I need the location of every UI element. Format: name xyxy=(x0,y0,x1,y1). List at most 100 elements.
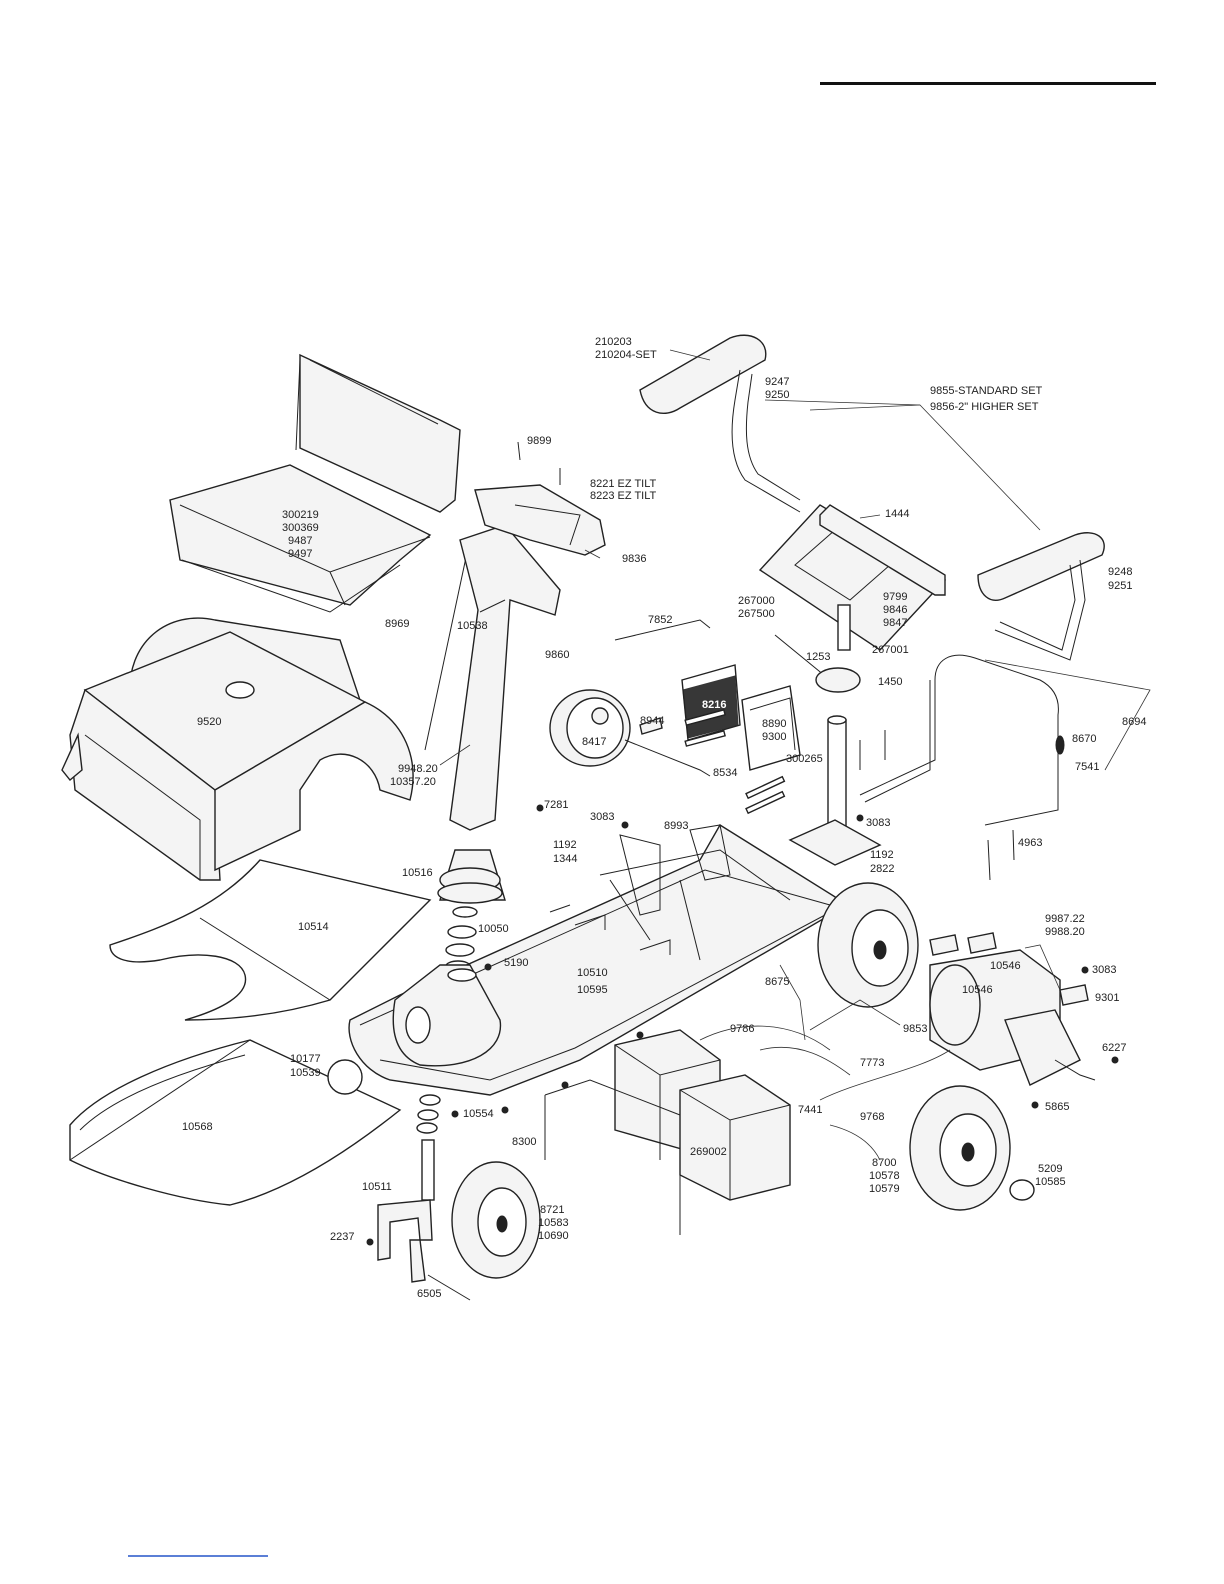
label-9248: 9248 xyxy=(1108,566,1132,578)
label-8216: 8216 xyxy=(702,699,726,711)
seat-post-parts xyxy=(424,441,606,831)
label-1192a: 1192 xyxy=(553,839,577,851)
label-267000: 267000 xyxy=(738,595,775,607)
label-6227: 6227 xyxy=(1102,1042,1126,1054)
hub-cap xyxy=(1009,1179,1035,1201)
seat xyxy=(169,353,461,613)
label-8223: 8223 EZ TILT xyxy=(590,490,657,502)
label-10546a: 10546 xyxy=(990,960,1021,972)
tiller-frame xyxy=(859,654,1065,881)
label-8675: 8675 xyxy=(765,976,789,988)
label-210203: 210203 xyxy=(595,336,632,348)
label-6505: 6505 xyxy=(417,1288,441,1300)
rear-transaxle xyxy=(929,932,1096,1086)
front-floor-mat xyxy=(69,1039,402,1206)
label-1253: 1253 xyxy=(806,651,830,663)
label-9853: 9853 xyxy=(903,1023,927,1035)
label-9520: 9520 xyxy=(197,716,221,728)
label-9856: 9856-2" HIGHER SET xyxy=(930,401,1039,413)
label-8694: 8694 xyxy=(1122,716,1146,728)
steering-bellows xyxy=(437,849,506,972)
leader-lines xyxy=(439,349,1151,1031)
label-10510: 10510 xyxy=(577,967,608,979)
label-1444: 1444 xyxy=(885,508,909,520)
hardware-dots xyxy=(366,804,1119,1246)
front-fork xyxy=(377,1094,471,1301)
hub-cap-front xyxy=(327,1059,363,1095)
label-10568: 10568 xyxy=(182,1121,213,1133)
label-9855: 9855-STANDARD SET xyxy=(930,385,1043,397)
label-3083a: 3083 xyxy=(590,811,614,823)
label-10583: 10583 xyxy=(538,1217,569,1229)
rear-wheel-left xyxy=(817,882,919,1008)
rear-wheel-right xyxy=(909,1085,1011,1211)
main-frame xyxy=(348,824,841,1096)
label-269002: 269002 xyxy=(690,1146,727,1158)
electronics xyxy=(549,619,801,815)
label-3083b: 3083 xyxy=(866,817,890,829)
label-10357: 10357.20 xyxy=(390,776,436,788)
label-8534: 8534 xyxy=(713,767,737,779)
label-8300: 8300 xyxy=(512,1136,536,1148)
label-300219: 300219 xyxy=(282,509,319,521)
label-5209: 5209 xyxy=(1038,1163,1062,1175)
armrest-right xyxy=(977,532,1105,661)
label-9497: 9497 xyxy=(288,548,312,560)
label-10554: 10554 xyxy=(463,1108,494,1120)
label-5865: 5865 xyxy=(1045,1101,1069,1113)
label-10690: 10690 xyxy=(538,1230,569,1242)
label-1344: 1344 xyxy=(553,853,577,865)
label-7441: 7441 xyxy=(798,1104,822,1116)
label-8721: 8721 xyxy=(540,1204,564,1216)
label-9250: 9250 xyxy=(765,389,789,401)
label-7541: 7541 xyxy=(1075,761,1099,773)
label-9768: 9768 xyxy=(860,1111,884,1123)
label-7281: 7281 xyxy=(544,799,568,811)
part-labels: 210203 210204-SET 9247 9250 9855-STANDAR… xyxy=(182,336,1146,1300)
label-9247: 9247 xyxy=(765,376,789,388)
label-300265: 300265 xyxy=(786,753,823,765)
label-9988: 9988.20 xyxy=(1045,926,1085,938)
label-9847: 9847 xyxy=(883,617,907,629)
label-1450: 1450 xyxy=(878,676,902,688)
label-9251: 9251 xyxy=(1108,580,1132,592)
label-8221: 8221 EZ TILT xyxy=(590,478,657,490)
wiring-harness xyxy=(699,964,951,1161)
label-9987: 9987.22 xyxy=(1045,913,1085,925)
label-1192b: 1192 xyxy=(870,849,894,861)
front-shroud xyxy=(61,617,414,881)
front-wheel xyxy=(451,1161,541,1279)
label-9948: 9948.20 xyxy=(398,763,438,775)
label-210204: 210204-SET xyxy=(595,349,657,361)
label-10514: 10514 xyxy=(298,921,329,933)
label-10539: 10539 xyxy=(290,1067,321,1079)
label-10516: 10516 xyxy=(402,867,433,879)
label-10177: 10177 xyxy=(290,1053,321,1065)
label-8670: 8670 xyxy=(1072,733,1096,745)
label-267500: 267500 xyxy=(738,608,775,620)
header-rule xyxy=(820,82,1156,85)
label-10578: 10578 xyxy=(869,1170,900,1182)
label-5190: 5190 xyxy=(504,957,528,969)
label-7852: 7852 xyxy=(648,614,672,626)
label-267001: 267001 xyxy=(872,644,909,656)
label-9799: 9799 xyxy=(883,591,907,603)
label-10546b: 10546 xyxy=(962,984,993,996)
label-9846: 9846 xyxy=(883,604,907,616)
label-9300: 9300 xyxy=(762,731,786,743)
label-2822: 2822 xyxy=(870,863,894,875)
label-9860: 9860 xyxy=(545,649,569,661)
label-10538: 10538 xyxy=(457,620,488,632)
label-9899: 9899 xyxy=(527,435,551,447)
label-10579: 10579 xyxy=(869,1183,900,1195)
label-3083c: 3083 xyxy=(1092,964,1116,976)
label-8890: 8890 xyxy=(762,718,786,730)
label-7773: 7773 xyxy=(860,1057,884,1069)
label-9836: 9836 xyxy=(622,553,646,565)
label-8700: 8700 xyxy=(872,1157,896,1169)
label-10585: 10585 xyxy=(1035,1176,1066,1188)
batteries xyxy=(544,1029,791,1235)
label-10595: 10595 xyxy=(577,984,608,996)
label-300369: 300369 xyxy=(282,522,319,534)
